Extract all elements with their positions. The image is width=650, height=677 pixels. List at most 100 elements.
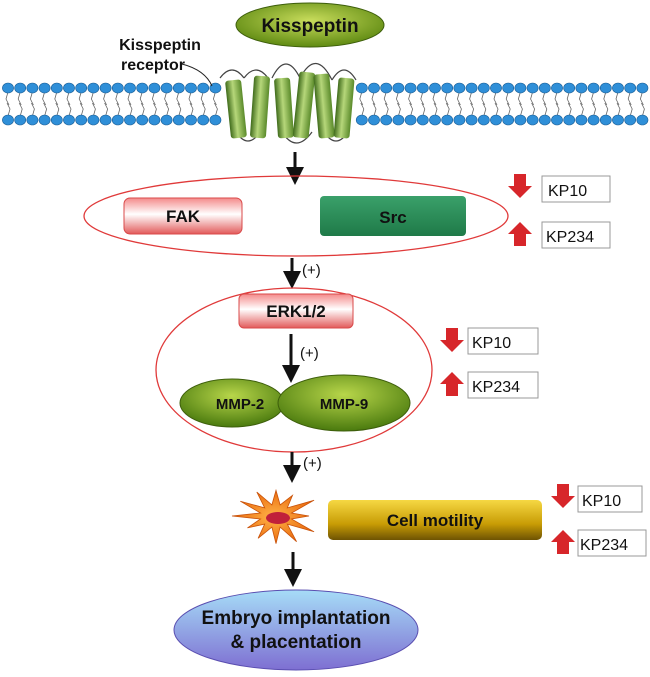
- lipid-tail: [90, 91, 95, 106]
- lipid-tail: [140, 102, 145, 117]
- lipid-head: [453, 82, 466, 94]
- kisspeptin-receptor: [181, 62, 357, 144]
- receptor-helix: [225, 79, 247, 139]
- lipid-head: [551, 114, 563, 126]
- lipid-tail: [604, 102, 609, 117]
- lipid-head: [160, 114, 173, 126]
- lipid-head: [514, 114, 527, 126]
- fak-box: [123, 197, 243, 235]
- lipid-tail: [458, 102, 462, 117]
- lipid-head: [148, 114, 161, 126]
- lipid-tail: [639, 91, 644, 106]
- lipid-head: [575, 82, 588, 94]
- lipid-head: [355, 114, 368, 126]
- legend-box: [577, 529, 647, 557]
- kisspeptin-label: Kisspeptin: [261, 16, 358, 37]
- lipid-head: [111, 82, 124, 94]
- receptor-helix: [274, 77, 294, 139]
- lipid-head: [526, 114, 539, 126]
- lipid-head: [624, 82, 637, 94]
- lipid-head: [124, 82, 136, 94]
- cell-nucleus: [266, 512, 290, 524]
- lipid-head: [502, 82, 515, 94]
- receptor-helix: [250, 75, 270, 139]
- cell-motility-label: Cell motility: [387, 511, 484, 530]
- lipid-tail: [506, 102, 511, 117]
- plus-sign: (+): [300, 345, 319, 362]
- erk-box: [238, 293, 354, 329]
- lipid-head: [75, 82, 88, 94]
- down-arrow-icon: [440, 328, 464, 352]
- lipid-tail: [127, 91, 132, 106]
- lipid-head: [429, 82, 441, 94]
- lipid-tail: [628, 102, 633, 117]
- outcome-line1: Embryo implantation: [202, 608, 391, 629]
- lipid-tail: [79, 102, 84, 117]
- lipid-head: [50, 114, 63, 126]
- lipid-tail: [17, 91, 22, 106]
- fak-src-complex: [83, 175, 509, 257]
- up-arrow-icon: [440, 372, 464, 396]
- lipid-tail: [214, 102, 218, 117]
- kp10-label: KP10: [582, 493, 621, 510]
- lipid-head: [111, 114, 124, 126]
- lipid-head: [538, 82, 551, 94]
- lipid-head: [636, 82, 649, 94]
- mmp2-label: MMP-2: [216, 396, 264, 413]
- lipid-tail: [433, 102, 438, 117]
- lipid-tail: [189, 102, 194, 117]
- lipid-head: [38, 114, 51, 126]
- lipid-tail: [469, 91, 473, 106]
- lipid-tail: [103, 91, 107, 106]
- lipid-tail: [200, 91, 205, 106]
- receptor-pointer-line: [181, 63, 213, 87]
- lipid-tail: [445, 102, 450, 117]
- lipid-tail: [554, 91, 559, 106]
- lipid-tail: [42, 91, 46, 106]
- lipid-head: [599, 114, 612, 126]
- lipid-tail: [188, 91, 193, 106]
- lipid-head: [563, 114, 576, 126]
- lipid-head: [209, 114, 222, 126]
- lipid-tail: [530, 91, 534, 106]
- legend-kp10-kp234-3: KP10 KP234: [551, 484, 647, 557]
- lipid-tail: [6, 102, 11, 117]
- lipid-tail: [531, 102, 536, 117]
- lipid-head: [124, 114, 136, 126]
- lipid-tail: [641, 102, 645, 117]
- lipid-head: [465, 114, 478, 126]
- legend-kp10-kp234-2: KP10 KP234: [440, 327, 539, 399]
- lipid-tail: [591, 91, 595, 106]
- receptor-loop: [219, 69, 269, 79]
- lipid-tail: [212, 91, 217, 106]
- lipid-tail: [164, 91, 168, 106]
- receptor-label-line2: receptor: [121, 57, 185, 74]
- lipid-tail: [456, 91, 461, 106]
- receptor-helix: [313, 73, 335, 139]
- lipid-head: [380, 114, 393, 126]
- lipid-tail: [384, 102, 389, 117]
- lipid-head: [551, 82, 563, 94]
- lipid-head: [99, 82, 112, 94]
- receptor-label-line1: Kisspeptin: [119, 37, 201, 54]
- lipid-head: [148, 82, 161, 94]
- lipid-head: [38, 82, 51, 94]
- lipid-head: [587, 82, 600, 94]
- lipid-tail: [359, 91, 364, 106]
- lipid-head: [575, 114, 588, 126]
- lipid-tail: [201, 102, 206, 117]
- lipid-head: [197, 82, 210, 94]
- receptor-helix: [333, 77, 355, 139]
- kisspeptin-ligand: [235, 2, 385, 48]
- lipid-tail: [567, 102, 572, 117]
- lipid-tail: [67, 102, 72, 117]
- lipid-head: [612, 114, 624, 126]
- lipid-head: [392, 114, 405, 126]
- lipid-head: [453, 114, 466, 126]
- lipid-head: [355, 82, 368, 94]
- lipid-head: [63, 114, 75, 126]
- lipid-head: [599, 82, 612, 94]
- lipid-head: [160, 82, 173, 94]
